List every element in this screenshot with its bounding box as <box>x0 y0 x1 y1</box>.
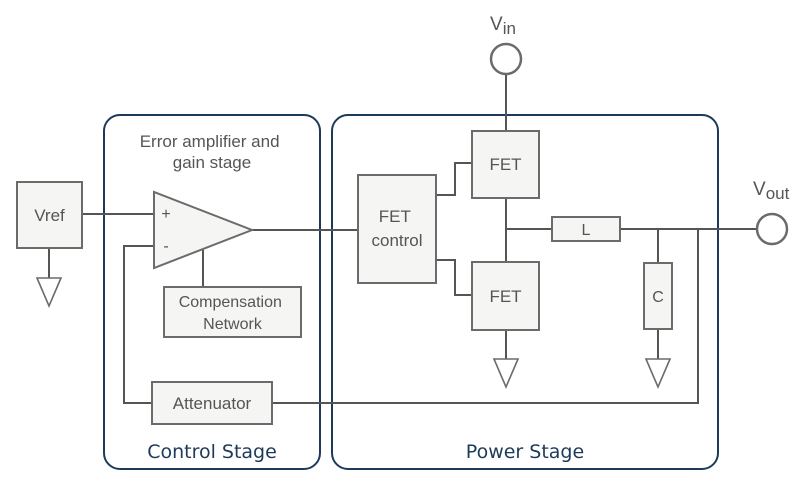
ground-vref-icon <box>35 277 63 309</box>
error-amp-title: Error amplifier and gain stage <box>140 132 285 172</box>
wires <box>48 74 756 404</box>
svg-text:FET: FET <box>489 155 521 174</box>
low-side-fet-block: FET <box>471 261 540 331</box>
vref-block: Vref <box>16 181 83 249</box>
control-stage-box <box>103 114 321 470</box>
vin-terminal: Vin <box>489 14 523 76</box>
svg-text:C: C <box>652 289 664 306</box>
svg-text:Compensation Network: Compensation Network <box>179 294 287 333</box>
svg-text:Attenuator: Attenuator <box>173 394 252 413</box>
power-stage-box <box>331 114 719 470</box>
vout-terminal: Vout <box>753 179 790 246</box>
svg-text:FET: FET <box>489 287 521 306</box>
compensation-network-block: Compensation Network <box>163 286 302 338</box>
svg-text:FET control: FET control <box>371 207 422 250</box>
vout-label: Vout <box>753 179 790 203</box>
power-stage-label: Power Stage <box>466 441 584 463</box>
high-side-fet-block: FET <box>471 130 540 199</box>
fet-control-block: FET control <box>357 174 437 284</box>
amp-plus-label: + <box>161 206 170 223</box>
ground-fet-icon <box>492 358 520 390</box>
vref-label: Vref <box>34 206 65 225</box>
vin-label: Vin <box>490 14 516 38</box>
ground-capacitor-icon <box>644 358 672 390</box>
amp-minus-label: - <box>163 238 168 255</box>
capacitor-block: C <box>643 262 673 330</box>
inductor-block: L <box>551 216 621 242</box>
attenuator-block: Attenuator <box>151 381 273 425</box>
error-amplifier: + - <box>153 190 255 270</box>
control-stage-label: Control Stage <box>147 441 277 463</box>
svg-text:L: L <box>582 222 591 239</box>
